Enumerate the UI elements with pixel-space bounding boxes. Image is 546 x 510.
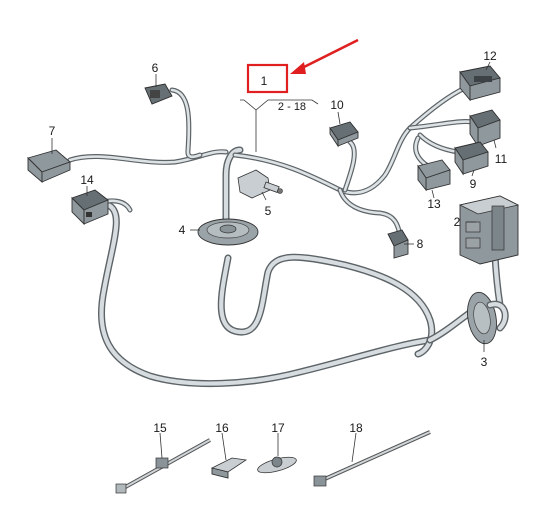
connector-9 [454, 141, 489, 176]
clip-17 [257, 456, 297, 474]
connector-10 [329, 121, 359, 148]
callout-1-range: 2 - 18 [278, 101, 306, 113]
cable-tie-18 [313, 430, 431, 487]
highlight-annotation [246, 38, 359, 94]
callout-7: 7 [49, 124, 56, 138]
connector-11 [469, 109, 501, 148]
grommet-3 [467, 291, 509, 345]
callout-9: 9 [470, 177, 477, 191]
callout-8: 8 [417, 237, 424, 251]
connector-13 [417, 159, 451, 192]
callout-14: 14 [80, 173, 94, 187]
leader-lines [51, 61, 497, 463]
callout-12: 12 [483, 49, 497, 63]
highlight-box [246, 63, 289, 94]
callout-11: 11 [495, 152, 508, 166]
connector-8 [387, 229, 409, 259]
callout-4: 4 [179, 223, 186, 237]
connector-14 [71, 189, 109, 226]
red-arrow [297, 38, 359, 72]
cable-tie-15 [115, 438, 211, 494]
callout-13: 13 [427, 197, 441, 211]
holder-16 [210, 457, 248, 479]
connector-6 [144, 83, 173, 105]
callout-5: 5 [265, 204, 272, 218]
connector-12 [459, 65, 501, 102]
part-5-connector [237, 169, 283, 199]
wiring-harness [67, 85, 504, 388]
callout-17: 17 [271, 421, 285, 435]
red-arrow-head-icon [290, 62, 306, 74]
callout-3: 3 [481, 355, 488, 369]
connector-7 [27, 149, 71, 183]
callout-16: 16 [215, 421, 229, 435]
callout-18: 18 [349, 421, 363, 435]
callout-1: 1 [261, 74, 268, 88]
control-unit-2 [458, 195, 520, 265]
callout-6: 6 [152, 61, 159, 75]
grommet-4 [197, 218, 259, 246]
callout-2: 2 [454, 215, 461, 229]
callout-15: 15 [153, 421, 167, 435]
callout-labels: 1 2 - 18 6 7 14 4 5 10 8 12 11 9 13 2 3 … [49, 49, 508, 435]
callout-10: 10 [330, 98, 344, 112]
